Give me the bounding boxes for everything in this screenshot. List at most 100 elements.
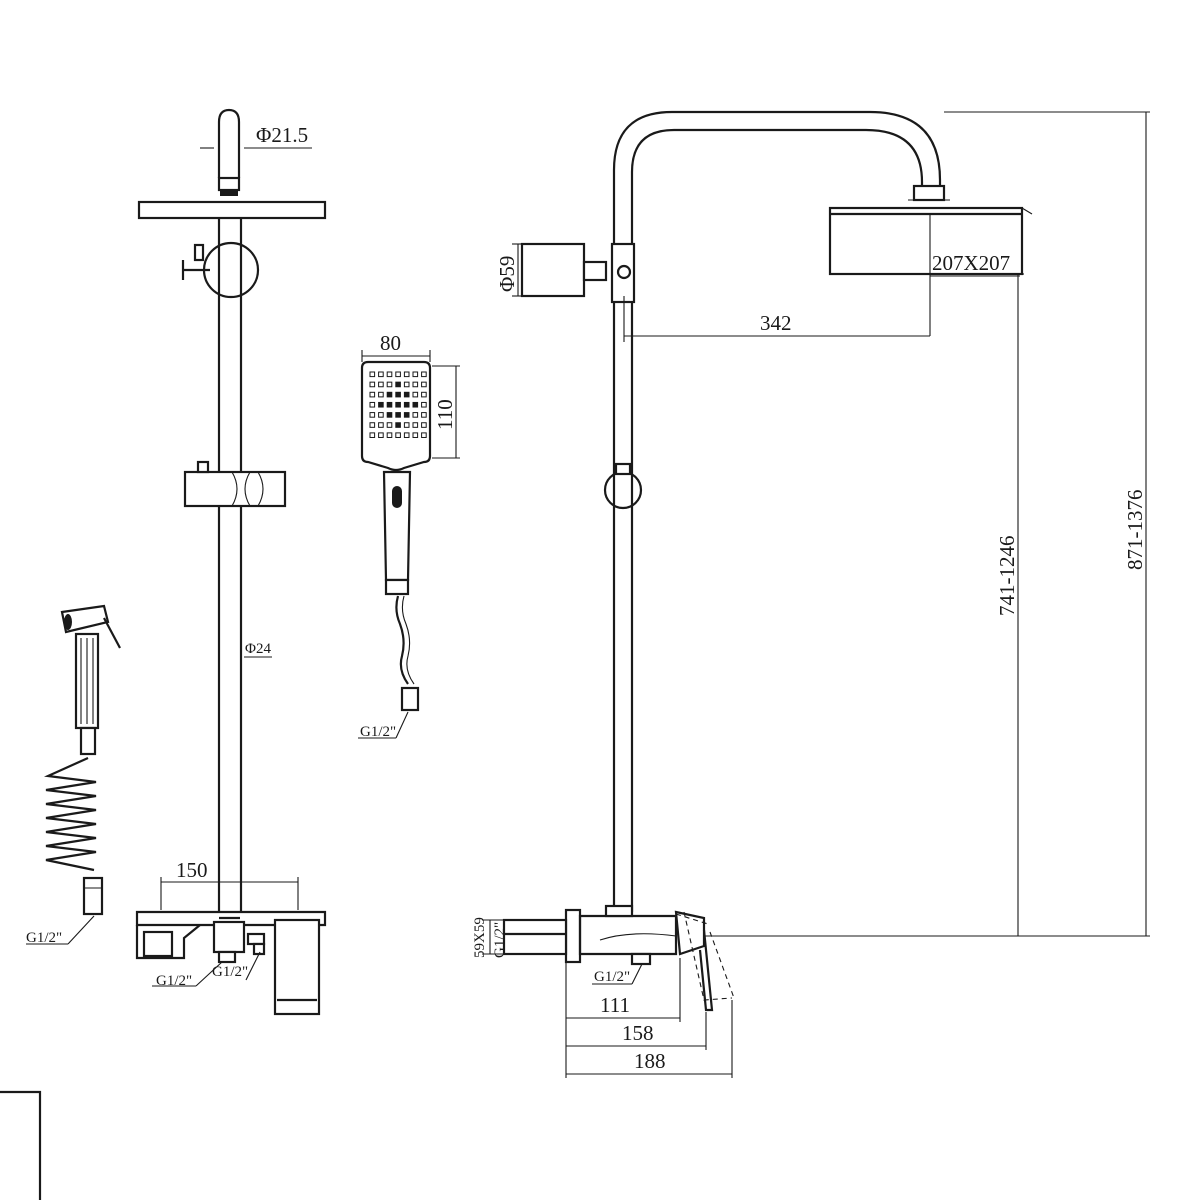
nozzle [378, 401, 384, 408]
front-pipe-diameter-label: Φ24 [245, 641, 271, 657]
hand-shower-hose-nut [400, 686, 420, 712]
hand-shower-width-label: 80 [380, 331, 401, 355]
frame-corner-mark [0, 1090, 42, 1200]
bidet-connector-label: G1/2" [26, 930, 62, 946]
front-top-arm [217, 108, 241, 178]
nozzle [412, 401, 419, 408]
nozzle [395, 401, 401, 408]
bidet-hose-connector [82, 876, 104, 916]
nozzle [369, 432, 376, 438]
side-head-size-label: 207X207 [932, 251, 1010, 275]
side-mixer-block [502, 918, 568, 956]
nozzle [369, 381, 376, 388]
nozzle [369, 391, 376, 398]
nozzle [395, 432, 401, 438]
nozzle [412, 391, 419, 398]
hand-shower-height-label: 110 [433, 399, 457, 430]
hand-shower-dimensions: 80 110 [361, 331, 460, 459]
front-view [135, 108, 327, 1016]
nozzle [403, 401, 410, 408]
nozzle [386, 422, 393, 428]
nozzle [395, 391, 401, 398]
side-depth-2-label: 158 [622, 1021, 654, 1045]
front-diverter-knob [202, 241, 260, 299]
front-inlet-left-label: G1/2" [156, 973, 192, 989]
bidet-coiled-hose [43, 756, 97, 872]
front-mixer-lever [273, 918, 321, 1016]
side-view-dimensions: Φ59 207X207 342 741-1246 871-1376 59X59 … [472, 111, 1150, 1078]
front-mixer-body [135, 910, 327, 927]
nozzle [421, 412, 427, 418]
side-mixer-lever [674, 910, 706, 956]
nozzle [403, 432, 410, 438]
front-mixer-width-label: 150 [176, 858, 208, 882]
side-height-to-arm-label: 741-1246 [995, 536, 1019, 617]
side-mixer-body [578, 914, 678, 956]
side-view [502, 110, 1033, 1012]
nozzle [378, 381, 384, 388]
side-diverter-diameter-label: Φ59 [495, 256, 519, 292]
nozzle [421, 401, 427, 408]
hand-shower: G1/2" [358, 360, 432, 740]
nozzle [412, 371, 419, 378]
nozzle [412, 381, 419, 388]
nozzle [386, 401, 393, 408]
side-depth-3-label: 188 [634, 1049, 666, 1073]
nozzle [378, 412, 384, 418]
nozzle [386, 381, 393, 388]
hand-shower-hose [395, 595, 409, 685]
front-shower-head [137, 200, 327, 220]
nozzle [403, 422, 410, 428]
side-slide-knob [603, 470, 643, 510]
side-shower-head [828, 206, 1024, 276]
front-view-dimensions: Φ21.5 Φ24 150 G1/2" G1/2" [152, 123, 312, 989]
front-arm-collar [217, 176, 241, 192]
side-wall-flange [564, 908, 582, 964]
nozzle [386, 391, 393, 398]
side-arm-inner [630, 128, 924, 912]
nozzle [386, 371, 393, 378]
nozzle [421, 391, 427, 398]
hand-shower-nozzles [369, 371, 427, 438]
nozzle [412, 432, 419, 438]
nozzle [369, 422, 376, 428]
nozzle [403, 381, 410, 388]
nozzle [421, 422, 427, 428]
side-inlet-bottom-label: G1/2" [594, 969, 630, 985]
nozzle [421, 432, 427, 438]
nozzle [395, 422, 401, 428]
nozzle [369, 371, 376, 378]
nozzle [378, 422, 384, 428]
nozzle [395, 371, 401, 378]
nozzle [412, 422, 419, 428]
nozzle [386, 412, 393, 418]
nozzle [386, 432, 393, 438]
bidet-sprayer: G1/2" [26, 604, 121, 946]
side-inlet-vertical-label: G1/2" [492, 922, 508, 958]
nozzle [403, 371, 410, 378]
side-arm-outer [612, 110, 942, 912]
nozzle [421, 371, 427, 378]
nozzle [421, 381, 427, 388]
nozzle [395, 381, 401, 388]
nozzle [369, 401, 376, 408]
front-inlet-right-label: G1/2" [212, 964, 248, 980]
side-depth-1-label: 111 [600, 993, 630, 1017]
side-diverter-cylinder [520, 242, 586, 298]
nozzle [403, 391, 410, 398]
nozzle [412, 412, 419, 418]
side-arm-collar [912, 184, 946, 202]
nozzle [395, 412, 401, 418]
nozzle [369, 412, 376, 418]
front-arm-diameter-label: Φ21.5 [256, 123, 308, 147]
hand-shower-connector-label: G1/2" [360, 724, 396, 740]
side-mixer-block-label: 59X59 [472, 917, 488, 958]
bidet-sprayer-trigger [103, 617, 121, 649]
nozzle [403, 412, 410, 418]
front-mixer-center-block [212, 920, 246, 954]
side-arm-reach-label: 342 [760, 311, 792, 335]
nozzle [378, 371, 384, 378]
side-total-height-label: 871-1376 [1123, 490, 1147, 571]
nozzle [378, 391, 384, 398]
